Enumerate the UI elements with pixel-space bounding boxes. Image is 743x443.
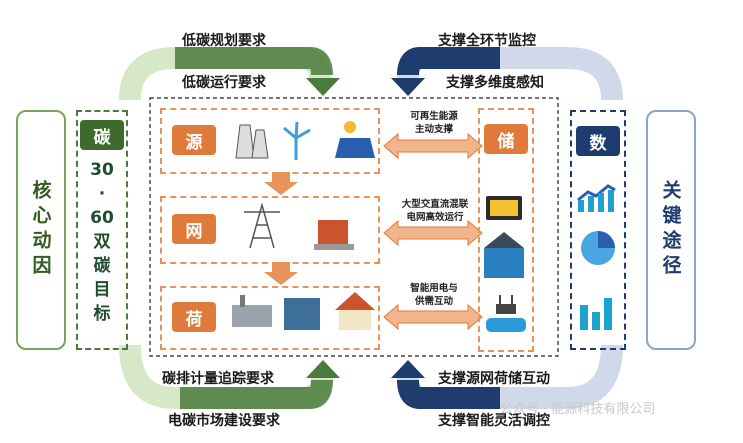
bi-arrow-2 xyxy=(383,219,483,247)
bi-arrow-1 xyxy=(383,132,483,160)
wind-turbine-icon xyxy=(283,121,311,160)
link-label-grid: 大型交直流混联电网高效运行 xyxy=(401,199,469,223)
arrow-full-monitoring-dark xyxy=(397,47,500,76)
house-icon xyxy=(335,292,375,330)
arrow-head-bottom-right xyxy=(391,360,425,378)
down-arrow-1 xyxy=(264,172,298,195)
power-plant-icon xyxy=(235,124,269,159)
bi-arrow-3 xyxy=(383,303,483,331)
arrow-low-carbon-planning-dark xyxy=(175,47,333,76)
solar-panel-icon xyxy=(335,121,375,158)
arrow-carbon-market-dark xyxy=(180,379,333,409)
row-grid: 网 xyxy=(160,196,380,264)
carbon-tag: 碳 xyxy=(80,120,124,150)
data-center-icon xyxy=(284,298,320,330)
source-tag: 源 xyxy=(172,125,216,155)
key-path-box: 关键途径 xyxy=(646,110,696,350)
label-interaction: 支撑源网荷储互动 xyxy=(438,371,550,387)
arrow-smart-control-dark xyxy=(397,379,500,409)
digital-tag: 数 xyxy=(576,126,620,156)
center-frame xyxy=(149,97,559,357)
label-smart-control: 支撑智能灵活调控 xyxy=(438,413,550,429)
down-arrow-2 xyxy=(264,262,298,285)
label-full-monitoring: 支撑全环节监控 xyxy=(438,33,536,49)
label-carbon-market: 电碳市场建设要求 xyxy=(168,413,280,429)
carbon-target-text: 30 · 60 双 碳 目 标 xyxy=(90,160,114,324)
substation-icon xyxy=(314,220,354,250)
arrow-head-top-left xyxy=(306,78,340,96)
transmission-tower-icon xyxy=(244,202,280,249)
battery-icon xyxy=(486,196,522,220)
label-multi-sensing: 支撑多维度感知 xyxy=(446,75,544,91)
storage-column: 储 xyxy=(478,108,534,352)
link-label-load: 智能用电与供需互动 xyxy=(410,283,458,307)
bar-chart-icon xyxy=(580,298,612,330)
grid-tag: 网 xyxy=(172,214,216,244)
label-low-carbon-operation: 低碳运行要求 xyxy=(182,75,266,91)
arrow-head-bottom-left xyxy=(306,360,340,378)
row-source: 源 xyxy=(160,108,380,174)
link-label-source: 可再生能源主动支撑 xyxy=(410,111,458,135)
line-chart-icon xyxy=(577,184,616,212)
core-driver-title: 核心动因 xyxy=(29,180,52,280)
factory-icon xyxy=(232,295,272,327)
core-driver-box: 核心动因 xyxy=(16,110,66,350)
load-tag: 荷 xyxy=(172,302,216,332)
row-load: 荷 xyxy=(160,286,380,350)
label-carbon-tracking: 碳排计量追踪要求 xyxy=(162,371,274,387)
digital-column: 数 xyxy=(570,110,626,350)
arrow-head-top-right xyxy=(391,78,425,96)
label-low-carbon-planning: 低碳规划要求 xyxy=(182,33,266,49)
pie-chart-icon xyxy=(581,231,615,265)
storage-tag: 储 xyxy=(484,124,528,154)
watermark: 公众号 · 能源科技有限公司 xyxy=(500,402,656,417)
carbon-target-column: 碳 30 · 60 双 碳 目 标 xyxy=(76,110,128,350)
key-path-title: 关键途径 xyxy=(659,180,682,280)
ev-car-icon xyxy=(486,318,526,332)
hydro-storage-icon xyxy=(484,232,524,278)
plug-icon xyxy=(496,295,516,314)
